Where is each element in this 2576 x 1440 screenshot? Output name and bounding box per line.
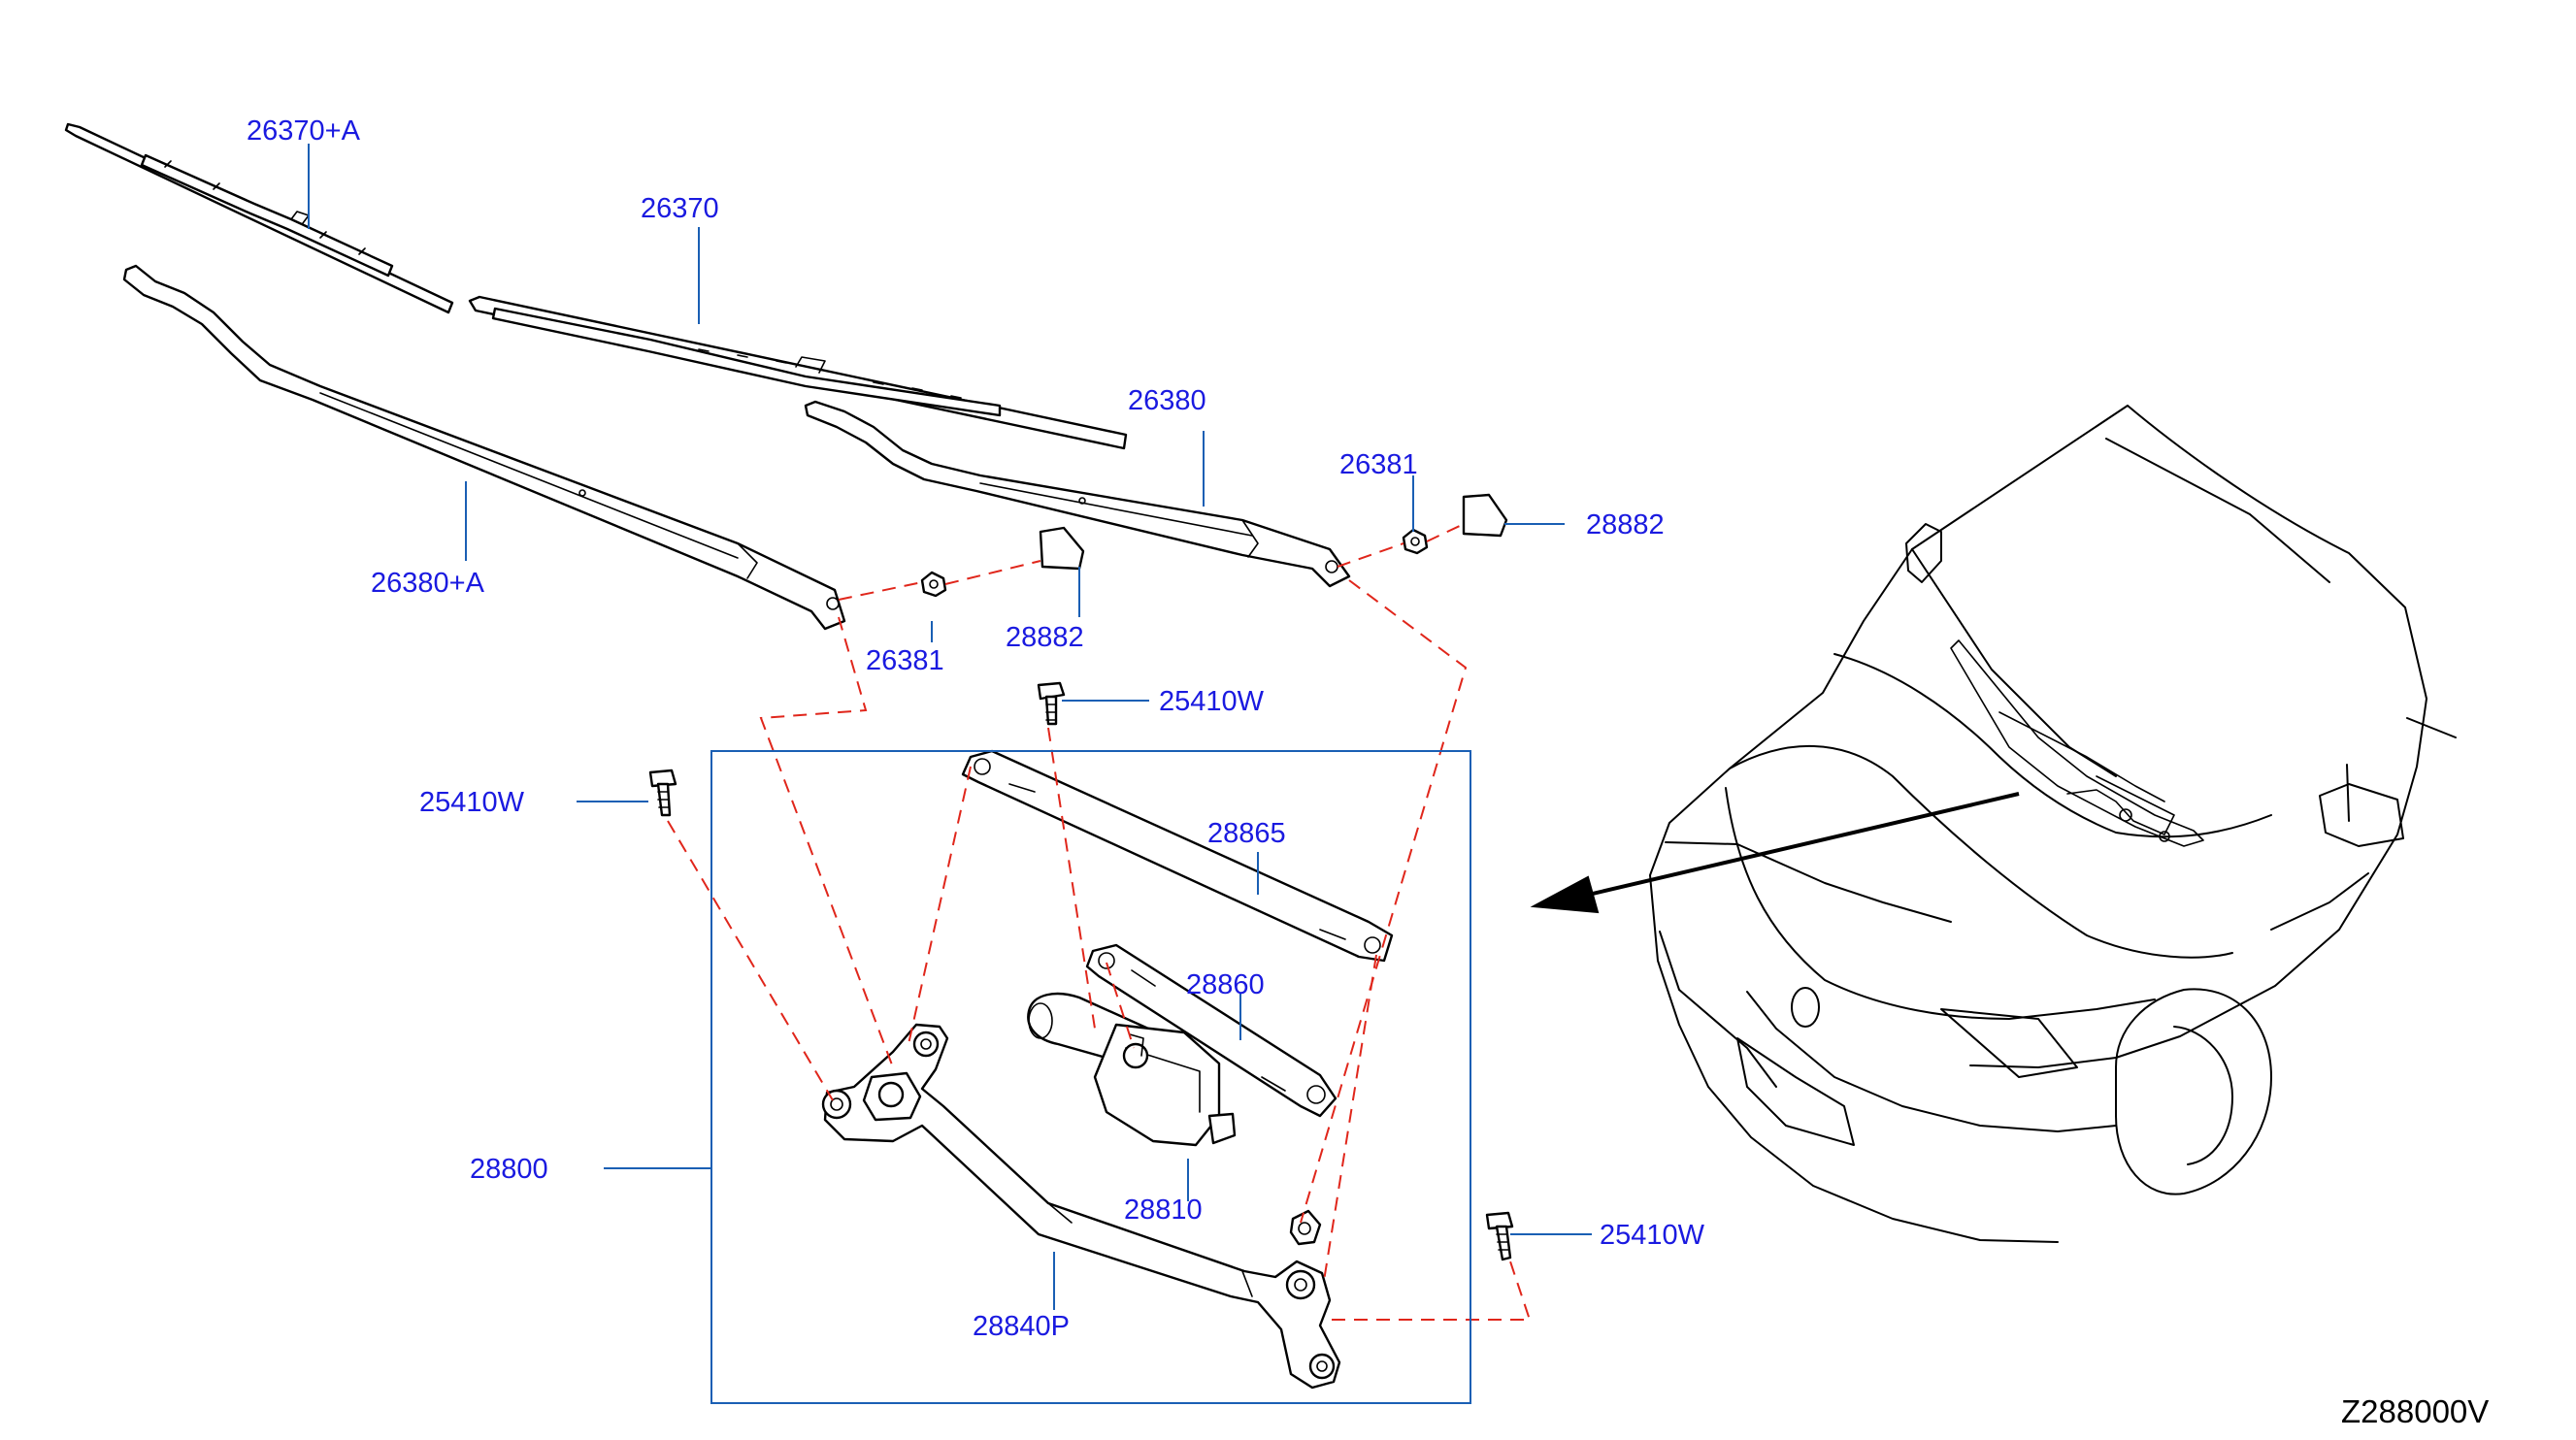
part-label-cap-right: 28882: [1586, 509, 1665, 540]
part-label-link-upper: 28865: [1207, 818, 1286, 849]
bolt-top-icon: [1037, 681, 1066, 726]
leader-lines: [308, 144, 1592, 1310]
part-label-motor: 28810: [1124, 1195, 1203, 1226]
reference-dashed-lines: [667, 523, 1532, 1321]
part-label-link-lower: 28860: [1186, 969, 1265, 1000]
bolt-right-icon: [1485, 1211, 1514, 1261]
link-rod-lower: [1085, 943, 1338, 1118]
part-label-bolt-left: 25410W: [419, 787, 525, 818]
wiper-blade-driver: [468, 295, 1128, 450]
bolt-left-icon: [648, 769, 677, 817]
part-label-linkage-assembly: 28800: [470, 1154, 548, 1185]
wiper-motor: [1027, 992, 1237, 1147]
link-rod-upper: [961, 749, 1394, 963]
linkage-assembly-box: [710, 750, 1471, 1404]
part-label-nut-right: 26381: [1339, 449, 1418, 480]
pivot-cap-right-icon: [1462, 493, 1508, 538]
wiper-blade-assist: [64, 122, 454, 314]
diagram-code: Z288000V: [2341, 1393, 2489, 1429]
part-label-pivot-link: 28840P: [973, 1311, 1070, 1342]
part-label-nut-left: 26381: [866, 645, 944, 676]
part-label-arm-assist: 26380+A: [371, 568, 485, 599]
part-label-cap-left: 28882: [1006, 622, 1084, 653]
part-label-bolt-top: 25410W: [1159, 686, 1265, 717]
part-label-blade-assist: 26370+A: [247, 115, 361, 147]
wiper-arm-driver: [804, 400, 1351, 588]
nut-left-icon: [920, 571, 947, 598]
vehicle-locator-illustration: [1649, 405, 2457, 1243]
locator-arrow-icon: [1530, 792, 2020, 914]
pivot-cap-left-icon: [1039, 526, 1085, 571]
part-labels: 26370+A 26370 26380+A 26380 26381 26381 …: [247, 115, 1705, 1342]
nut-right-icon: [1402, 528, 1429, 555]
part-label-arm-driver: 26380: [1128, 385, 1206, 416]
part-label-bolt-right: 25410W: [1600, 1220, 1705, 1251]
wiper-linkage-frame: [821, 1023, 1341, 1390]
part-label-blade-driver: 26370: [641, 193, 719, 224]
wiper-arm-assist: [122, 264, 846, 631]
